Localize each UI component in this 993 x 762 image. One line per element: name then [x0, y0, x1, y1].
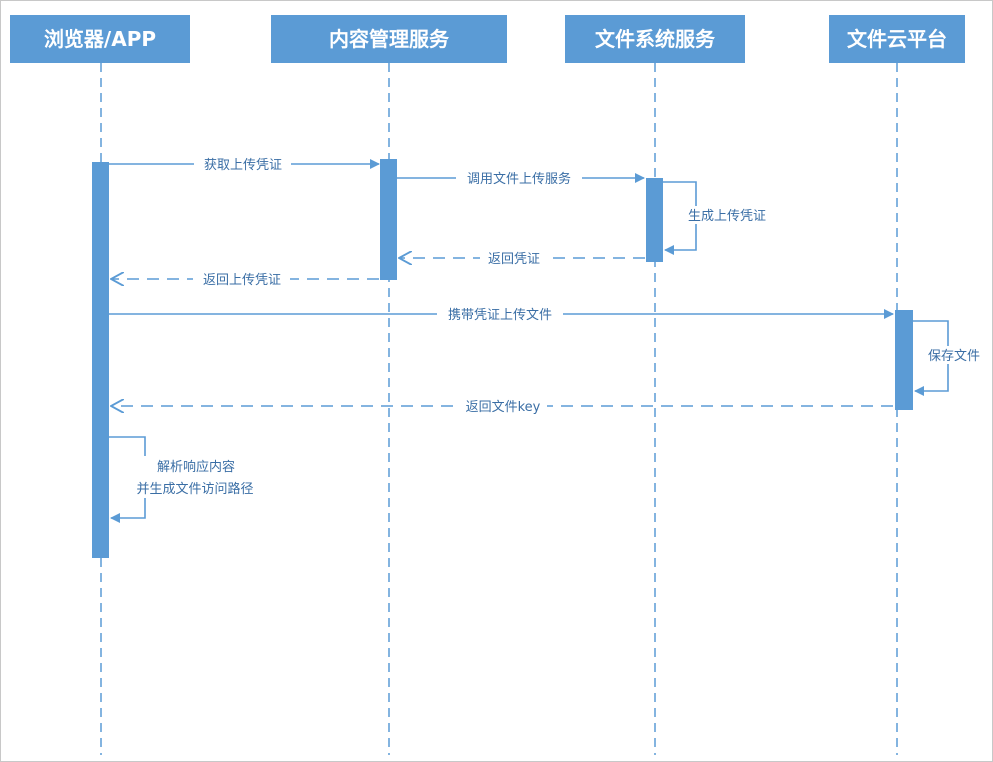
message-label: 携带凭证上传文件	[448, 307, 552, 323]
participant-cloud-label: 文件云平台	[847, 27, 947, 51]
message-return-file-key: 返回文件key	[111, 397, 893, 415]
message-get-upload-credential: 获取上传凭证	[109, 155, 380, 173]
message-label-line2: 并生成文件访问路径	[136, 481, 253, 497]
participant-browser: 浏览器/APP	[10, 15, 190, 63]
participant-cms: 内容管理服务	[271, 15, 507, 63]
message-return-credential: 返回凭证	[399, 249, 645, 267]
activation-fss	[646, 178, 663, 262]
participant-cloud: 文件云平台	[829, 15, 965, 63]
message-label: 生成上传凭证	[688, 209, 766, 224]
message-label: 返回文件key	[466, 400, 541, 415]
activation-cms	[380, 159, 397, 280]
message-generate-credential: 生成上传凭证	[663, 181, 778, 255]
message-label: 调用文件上传服务	[467, 171, 571, 187]
message-label: 返回凭证	[488, 252, 540, 267]
activation-cloud	[895, 310, 913, 410]
message-call-upload-service: 调用文件上传服务	[397, 169, 645, 187]
message-label: 返回上传凭证	[203, 273, 281, 288]
message-label: 获取上传凭证	[204, 158, 282, 173]
participant-cms-label: 内容管理服务	[329, 27, 450, 51]
message-label-line1: 解析响应内容	[157, 459, 235, 475]
activation-browser	[92, 162, 109, 558]
message-label: 保存文件	[928, 349, 980, 364]
message-parse-response: 解析响应内容 并生成文件访问路径	[109, 436, 268, 523]
message-save-file: 保存文件	[913, 320, 987, 396]
participant-browser-label: 浏览器/APP	[44, 27, 156, 51]
message-return-upload-credential: 返回上传凭证	[111, 270, 379, 288]
participant-fss-label: 文件系统服务	[595, 27, 716, 51]
participant-fss: 文件系统服务	[565, 15, 745, 63]
message-upload-file-with-credential: 携带凭证上传文件	[109, 305, 894, 323]
